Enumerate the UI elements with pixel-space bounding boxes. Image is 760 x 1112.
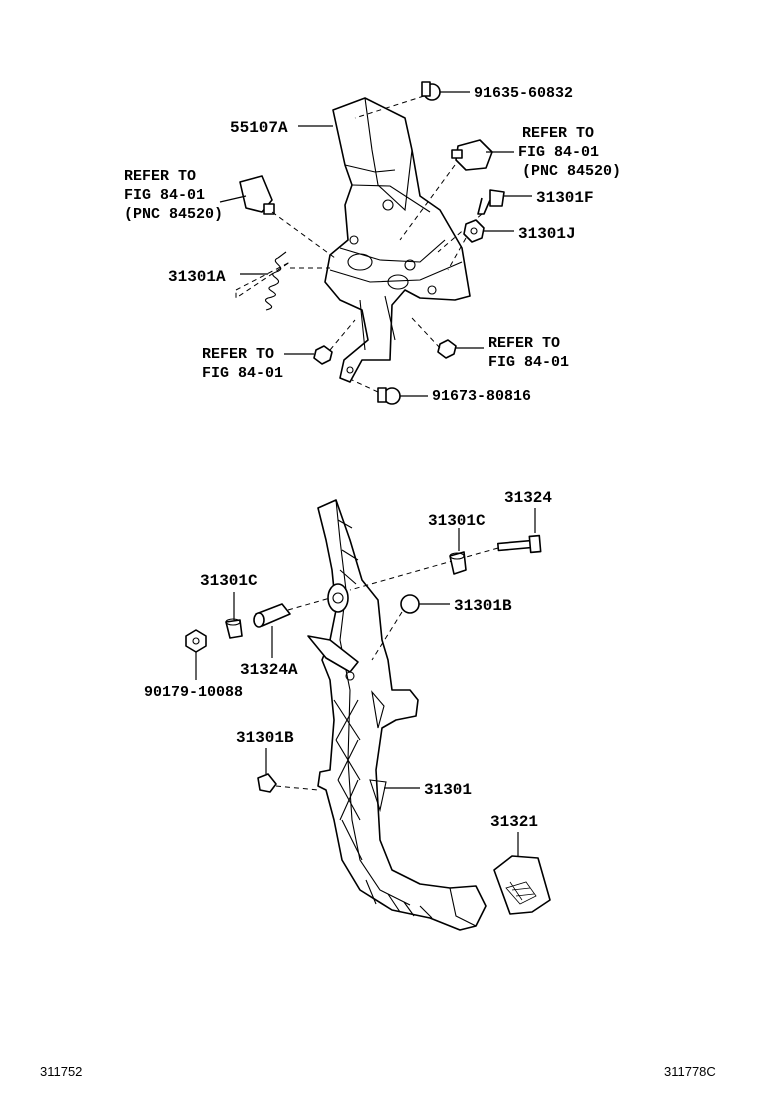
label-55107a: 55107A — [230, 119, 288, 137]
label-31324: 31324 — [504, 489, 552, 507]
label-refer-bottom-right-2: FIG 84-01 — [488, 354, 569, 371]
label-31301: 31301 — [424, 781, 472, 799]
label-refer-bottom-left-2: FIG 84-01 — [202, 365, 283, 382]
footer-left-code: 311752 — [40, 1064, 82, 1079]
label-refer-bottom-left-1: REFER TO — [202, 346, 274, 363]
label-refer-left-2: FIG 84-01 — [124, 187, 205, 204]
label-refer-right-3: (PNC 84520) — [522, 163, 621, 180]
label-31301c-right: 31301C — [428, 512, 486, 530]
label-31301b-lower: 31301B — [236, 729, 294, 747]
stop-switch-left[interactable] — [239, 175, 275, 215]
pedal-assembly — [185, 499, 551, 931]
cushion-31301b-lower[interactable] — [257, 773, 277, 793]
pedal-pad-31321[interactable] — [493, 855, 551, 915]
pivot-bolt-31324[interactable] — [497, 534, 542, 554]
pedal-arm-31301[interactable] — [317, 499, 487, 931]
cushion-31301b-upper[interactable] — [400, 594, 420, 614]
label-91673-80816: 91673-80816 — [432, 388, 531, 405]
label-refer-right-1: REFER TO — [522, 125, 594, 142]
stopper-bolt-31301f[interactable] — [477, 189, 505, 215]
bolt-91673-80816[interactable] — [377, 387, 401, 405]
label-31321: 31321 — [490, 813, 538, 831]
nut-31301j[interactable] — [463, 219, 485, 243]
label-31301f: 31301F — [536, 189, 594, 207]
label-31324a: 31324A — [240, 661, 298, 679]
label-31301c-left: 31301C — [200, 572, 258, 590]
bracket-assembly — [219, 81, 532, 405]
label-refer-left-1: REFER TO — [124, 168, 196, 185]
return-spring-31301a[interactable] — [265, 251, 287, 311]
label-31301b-upper: 31301B — [454, 597, 512, 615]
bolt-91635-60832[interactable] — [421, 81, 441, 101]
bushing-31301c-right[interactable] — [449, 551, 467, 575]
label-31301j: 31301J — [518, 225, 576, 243]
bushing-31301c-left[interactable] — [225, 618, 243, 639]
stop-switch-right[interactable] — [451, 139, 493, 171]
nut-refer-right[interactable] — [437, 339, 457, 359]
label-refer-right-2: FIG 84-01 — [518, 144, 599, 161]
label-91635-60832: 91635-60832 — [474, 85, 573, 102]
label-refer-bottom-right-1: REFER TO — [488, 335, 560, 352]
footer-right-code: 311778C — [664, 1064, 716, 1079]
label-90179-10088: 90179-10088 — [144, 684, 243, 701]
nut-90179-10088[interactable] — [185, 629, 207, 653]
label-refer-left-3: (PNC 84520) — [124, 206, 223, 223]
nut-refer-left[interactable] — [313, 345, 333, 365]
collar-31324a[interactable] — [253, 603, 291, 628]
label-31301a: 31301A — [168, 268, 226, 286]
